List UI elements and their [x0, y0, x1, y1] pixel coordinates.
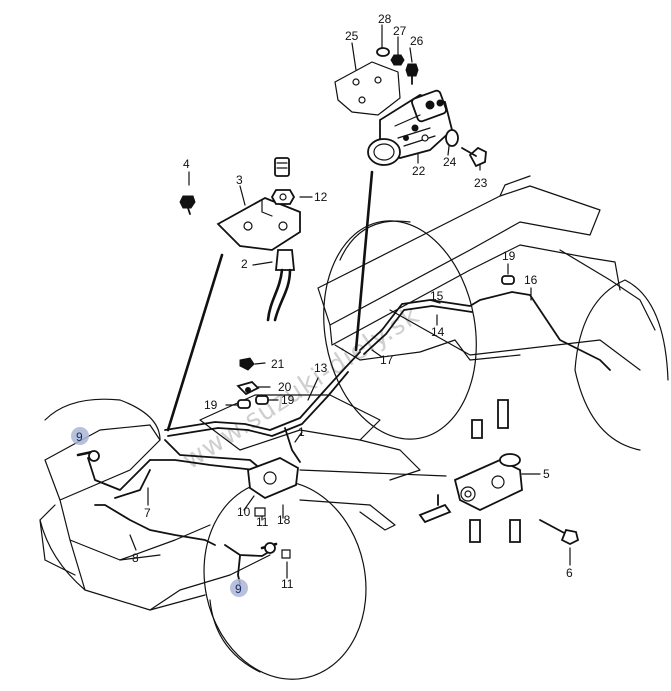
callout-1: 1 [298, 425, 305, 439]
highlight-9-lower [230, 579, 248, 597]
callout-4: 4 [183, 157, 190, 171]
callout-23: 23 [474, 176, 488, 190]
callout-11-upper: 11 [256, 515, 269, 529]
callout-22: 22 [412, 164, 426, 178]
callout-21: 21 [271, 357, 285, 371]
bolt-4 [179, 195, 196, 215]
callout-10: 10 [237, 505, 251, 519]
callout-17: 17 [380, 353, 394, 367]
brake-hose-2 [266, 249, 295, 322]
callout-19-right: 19 [281, 393, 295, 407]
callout-15: 15 [430, 289, 444, 303]
callout-24: 24 [443, 155, 457, 169]
callout-2: 2 [241, 257, 248, 271]
bolt-23 [461, 146, 487, 168]
clip-21 [239, 357, 255, 371]
brake-hose-front [76, 450, 278, 554]
bracket-3 [216, 197, 301, 251]
callout-19-left: 19 [204, 398, 218, 412]
callout-27: 27 [393, 24, 407, 38]
callout-7: 7 [144, 506, 151, 520]
bolt-26 [405, 63, 419, 85]
washer-24 [445, 129, 459, 147]
master-cylinder-unit [334, 61, 454, 166]
callout-14: 14 [431, 325, 445, 339]
highlight-9-upper [71, 427, 89, 445]
bolt-6 [539, 519, 580, 546]
callout-labels: 28 27 25 26 24 22 23 4 3 12 2 19 16 15 1… [76, 12, 573, 596]
callout-25: 25 [345, 29, 359, 43]
callout-12: 12 [314, 190, 328, 204]
callout-9-lower: 9 [235, 582, 242, 596]
callout-11-lower: 11 [281, 577, 294, 591]
watermark-text: www.suzuki-diely.sk [177, 300, 425, 475]
clip-19-left [237, 399, 251, 409]
clip-19-top [501, 275, 515, 285]
callout-8: 8 [132, 551, 139, 565]
callout-6: 6 [566, 566, 573, 580]
callout-20: 20 [278, 380, 292, 394]
fittings-around-5 [418, 399, 521, 543]
nut-27 [390, 54, 405, 66]
clip-19-right [255, 395, 269, 405]
callout-28: 28 [378, 12, 392, 26]
junction-block-5 [453, 453, 523, 512]
nut-12 [270, 189, 296, 205]
chassis-frame [39, 175, 656, 611]
callout-26: 26 [410, 34, 424, 48]
fitting-11 [254, 507, 291, 559]
brake-pipes [87, 291, 611, 585]
callout-5: 5 [543, 467, 550, 481]
clip-20 [236, 380, 260, 396]
callout-16: 16 [524, 273, 538, 287]
fitting-top [274, 157, 290, 177]
proportioning-valve-area [247, 457, 299, 500]
callout-3: 3 [236, 173, 243, 187]
leader-lines [129, 24, 571, 579]
washer-28 [376, 47, 390, 57]
callout-18: 18 [277, 513, 291, 527]
tire-front-left [39, 398, 161, 591]
callout-9-upper: 9 [76, 430, 83, 444]
callout-19-top: 19 [502, 249, 516, 263]
callout-13: 13 [314, 361, 328, 375]
tire-rear-right [574, 279, 669, 451]
